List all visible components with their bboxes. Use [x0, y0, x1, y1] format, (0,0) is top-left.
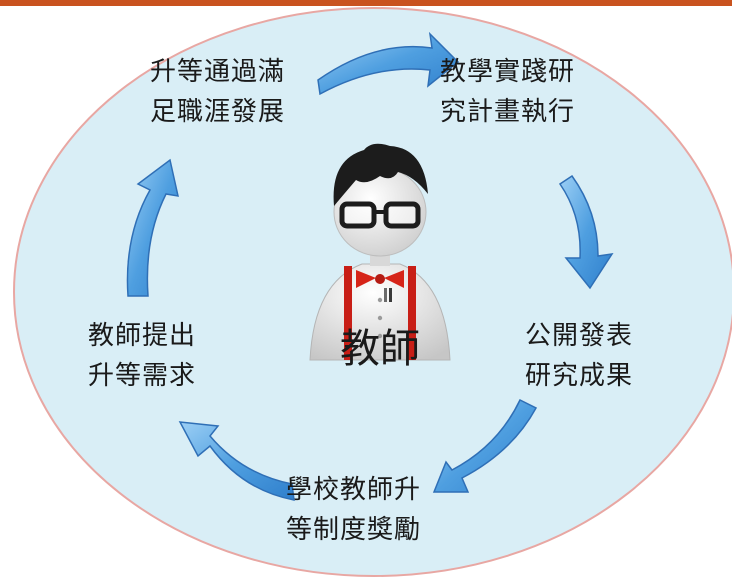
- step-label-promotion-success: 升等通過滿 足職涯發展: [150, 52, 285, 132]
- arrow-top-icon: [317, 31, 460, 96]
- step-line: 升等通過滿: [150, 57, 286, 87]
- step-line: 學校教師升: [286, 475, 422, 505]
- step-line: 研究成果: [525, 361, 634, 391]
- step-label-school-reward: 學校教師升 等制度獎勵: [286, 470, 421, 550]
- arrow-right-icon: [558, 174, 614, 290]
- step-line: 升等需求: [88, 361, 197, 391]
- step-line: 足職涯發展: [150, 97, 286, 127]
- top-accent-bar: [0, 0, 732, 6]
- step-line: 究計畫執行: [440, 97, 576, 127]
- arrow-bottom-left-icon: [178, 421, 295, 501]
- step-line: 等制度獎勵: [286, 515, 422, 545]
- arrow-bottom-right-icon: [432, 398, 538, 493]
- teacher-figure-icon: [309, 143, 451, 361]
- step-line: 教師提出: [88, 321, 197, 351]
- step-label-publish-results: 公開發表 研究成果: [525, 316, 633, 396]
- step-label-practice-research: 教學實踐研 究計畫執行: [440, 52, 575, 132]
- step-line: 教學實踐研: [440, 57, 576, 87]
- step-label-teacher-request: 教師提出 升等需求: [88, 316, 196, 396]
- step-line: 公開發表: [525, 321, 634, 351]
- center-label-teacher: 教師: [340, 326, 420, 372]
- arrow-left-icon: [126, 158, 179, 297]
